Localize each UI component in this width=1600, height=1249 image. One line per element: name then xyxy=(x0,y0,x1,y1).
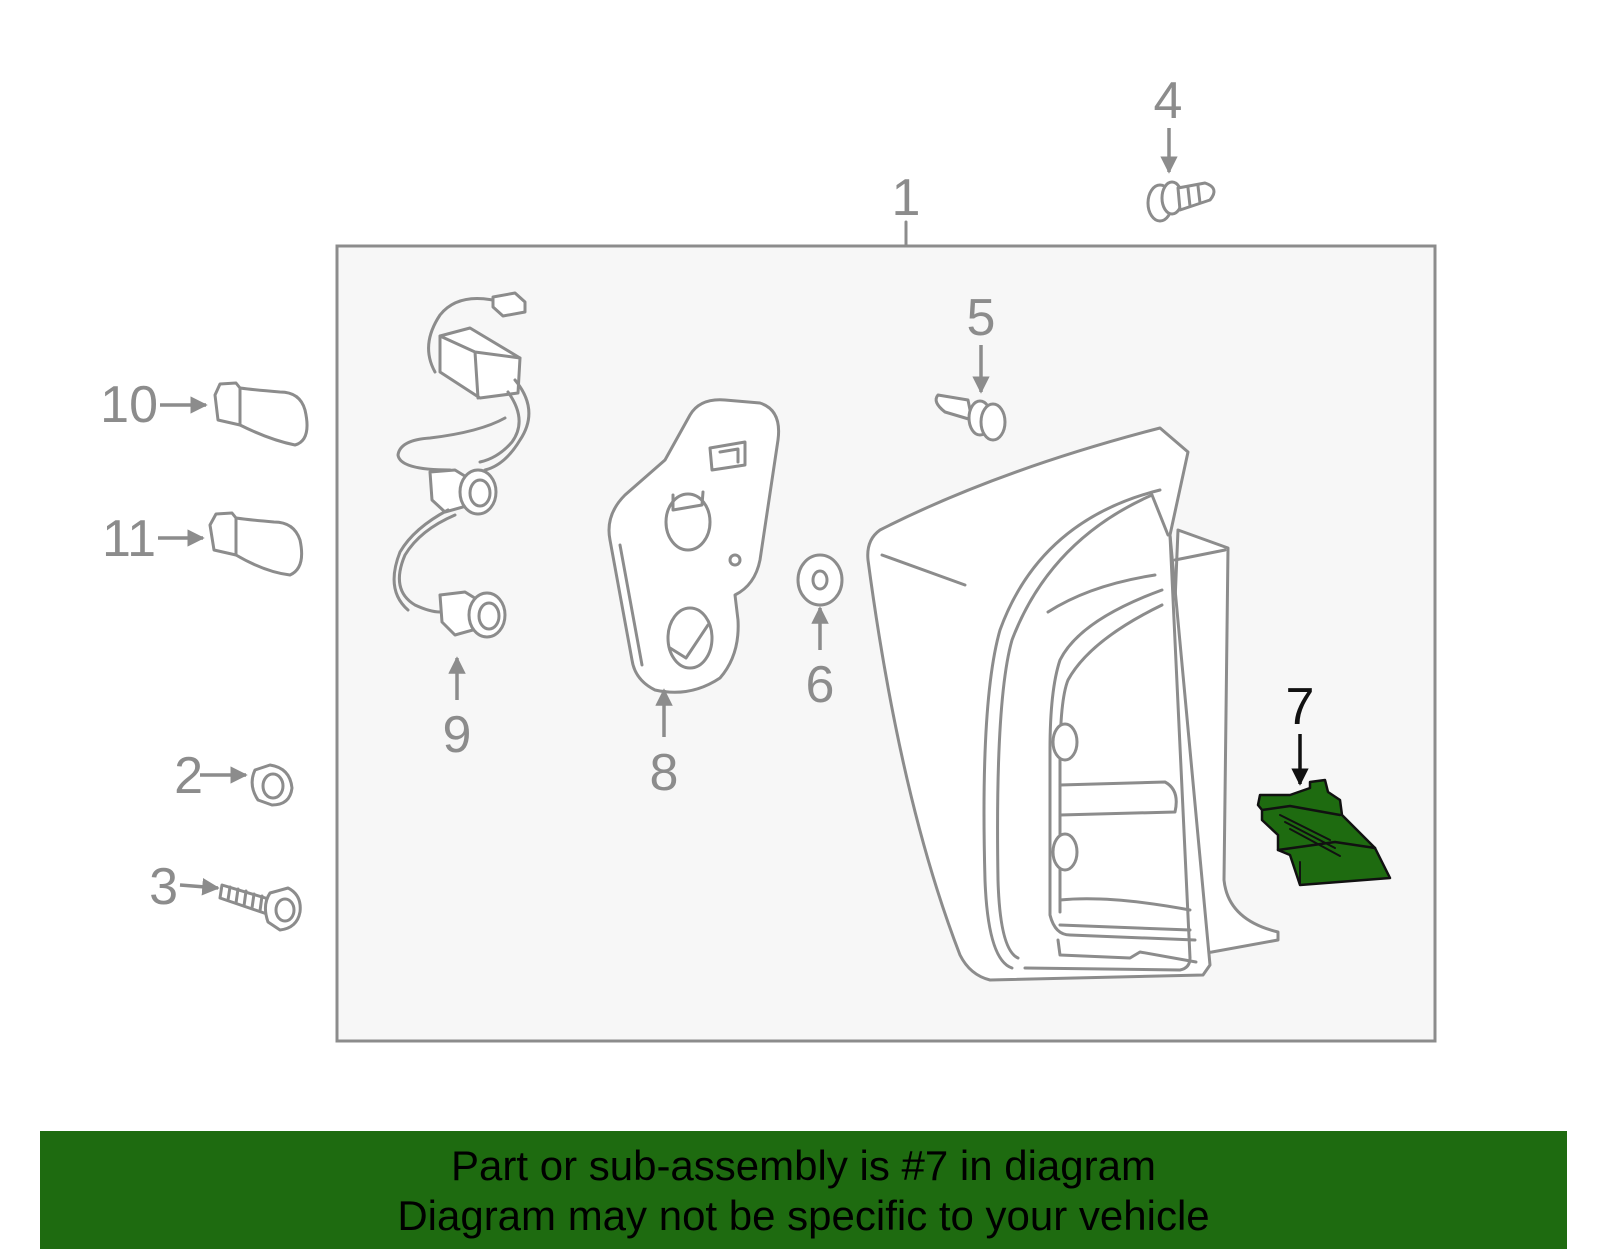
part-1-tail-lamp-housing[interactable] xyxy=(866,426,1280,982)
callout-5: 5 xyxy=(967,289,996,347)
callout-10: 10 xyxy=(100,376,158,434)
part-3-bolt[interactable] xyxy=(218,883,302,932)
part-10-bulb[interactable] xyxy=(213,381,309,447)
callout-7: 7 xyxy=(1286,678,1315,736)
callout-3-arrow xyxy=(179,878,220,896)
part-11-bulb[interactable] xyxy=(208,511,304,577)
part-5-clip[interactable] xyxy=(934,393,1007,442)
part-4-clip[interactable] xyxy=(1146,180,1216,223)
part-6-washer[interactable] xyxy=(796,553,844,607)
part-7-connector[interactable] xyxy=(1256,778,1392,887)
part-2-nut[interactable] xyxy=(250,763,294,807)
callout-4: 4 xyxy=(1154,72,1183,130)
callout-2: 2 xyxy=(174,747,203,805)
part-9-wire-harness[interactable] xyxy=(392,291,531,639)
callout-11: 11 xyxy=(102,510,156,568)
callout-3: 3 xyxy=(149,858,178,916)
callout-8: 8 xyxy=(650,744,679,802)
callout-1: 1 xyxy=(892,169,921,227)
part-8-bracket[interactable] xyxy=(607,398,781,694)
banner-line-disclaimer: Diagram may not be specific to your vehi… xyxy=(397,1192,1210,1239)
callout-9: 9 xyxy=(443,706,472,764)
callout-6: 6 xyxy=(806,656,835,714)
banner-line-part: Part or sub-assembly is #7 in diagram xyxy=(451,1142,1156,1189)
info-banner: Part or sub-assembly is #7 in diagram Di… xyxy=(40,1131,1567,1249)
